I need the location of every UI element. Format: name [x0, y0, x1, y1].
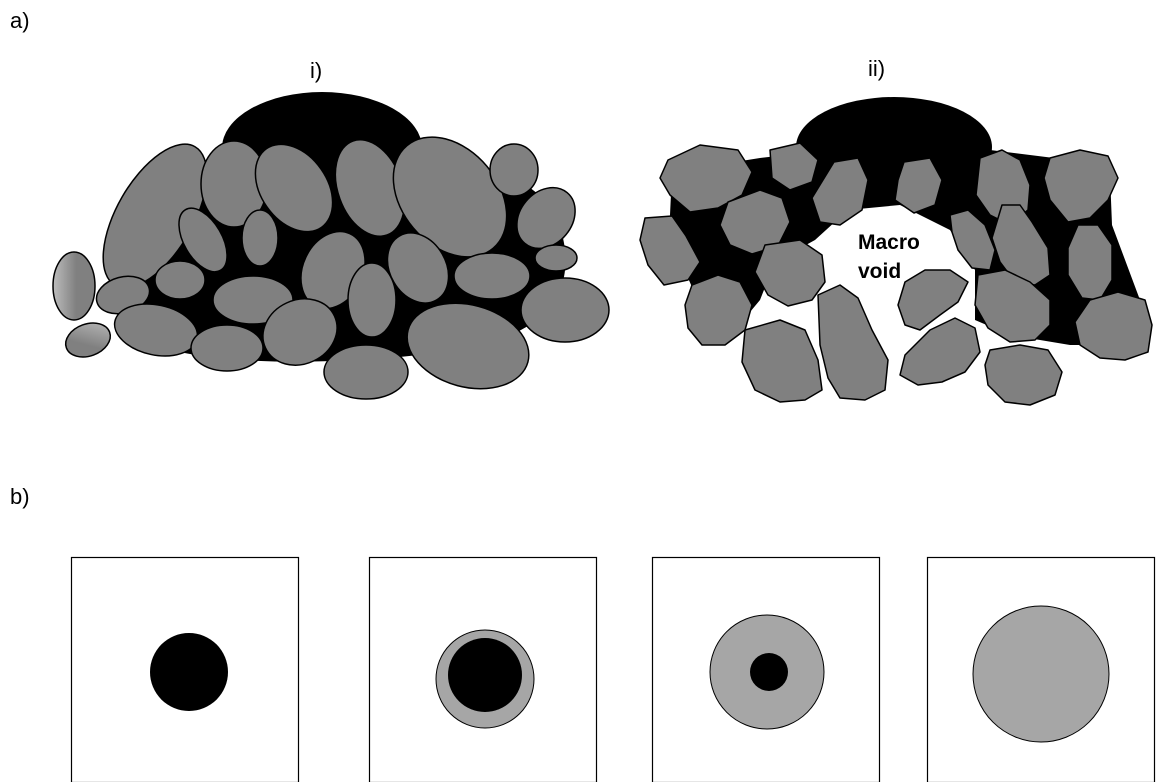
- stage-frame-4: [926, 556, 1156, 782]
- subpanel-i-label: i): [310, 58, 323, 83]
- stage-3: [709, 614, 825, 730]
- stage-frames: [70, 556, 1156, 782]
- macro-void-line2: void: [858, 260, 902, 283]
- panel-a-label: a): [10, 8, 30, 33]
- macro-void-line1: Macro: [858, 231, 920, 254]
- stage-2-core: [448, 638, 522, 712]
- gradient-particle-low: [64, 322, 112, 358]
- fragmented-aggregate: [639, 97, 1153, 406]
- stage-4-shell: [972, 605, 1110, 743]
- gradient-particle-left: [52, 251, 96, 321]
- stage-1-core: [150, 633, 228, 711]
- particles-i: [95, 136, 610, 400]
- macro-void-label: Macro void: [858, 228, 920, 286]
- intact-aggregate: [52, 92, 610, 400]
- stage-3-core: [750, 653, 788, 691]
- stage-frame-2: [368, 556, 598, 782]
- fragments-ii: [639, 142, 1153, 406]
- subpanel-ii-label: ii): [868, 56, 886, 81]
- stage-2: [435, 629, 535, 729]
- stage-1: [150, 633, 228, 711]
- stage-4: [972, 605, 1110, 743]
- stage-frame-3: [651, 556, 881, 782]
- panel-b-label: b): [10, 484, 30, 509]
- stage-frame-1: [70, 556, 300, 782]
